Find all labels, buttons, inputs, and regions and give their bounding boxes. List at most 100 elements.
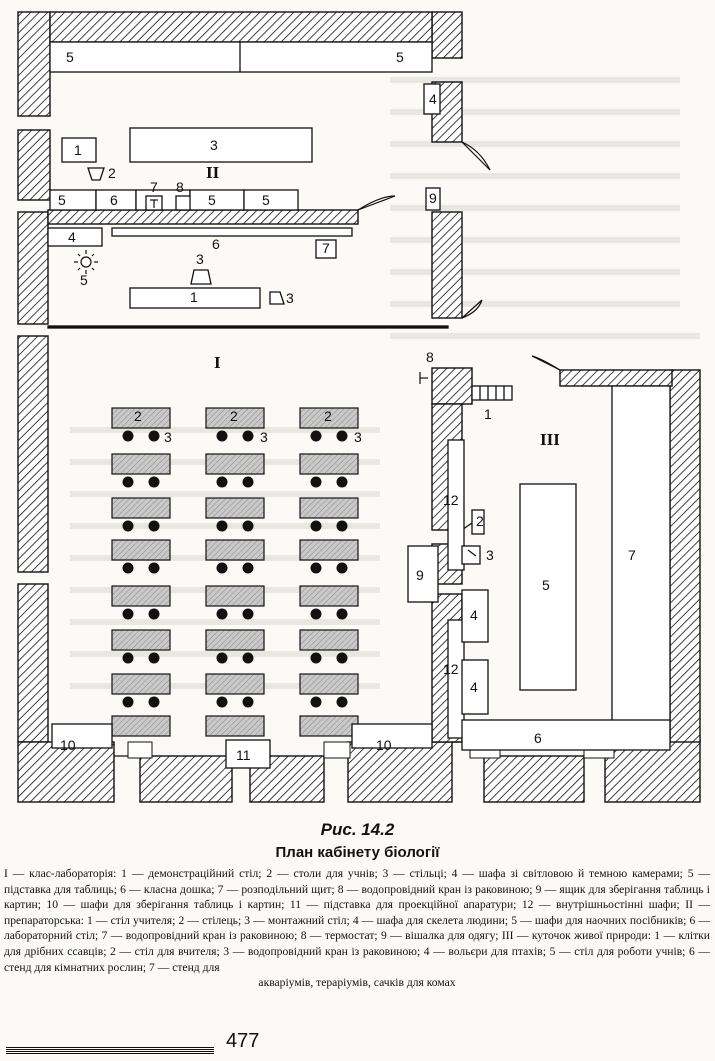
student-chair: [336, 608, 348, 620]
student-chair: [148, 652, 160, 664]
student-chair: [310, 562, 322, 574]
page-number-rule: [6, 1047, 214, 1054]
student-desk: [205, 585, 265, 607]
student-chair: [310, 696, 322, 708]
student-chair: [122, 520, 134, 532]
label-main-6: 6: [212, 236, 220, 252]
floor-plan: 5 5 4 1 2 3 II 5 6 7 8 5 5 9 4 6 7 5 3 1…: [17, 11, 701, 803]
student-chair: [336, 430, 348, 442]
label-room-main: I: [214, 353, 221, 372]
label-nature-3: 3: [486, 547, 494, 563]
student-desk: [299, 407, 359, 429]
student-chair: [310, 652, 322, 664]
student-chair: [148, 430, 160, 442]
student-chair: [242, 520, 254, 532]
room-prep-furniture: [49, 41, 441, 211]
label-prep-8: 8: [176, 179, 184, 195]
student-desk: [111, 497, 171, 519]
student-chair: [242, 696, 254, 708]
student-desk: [111, 407, 171, 429]
label-nature-2: 2: [476, 513, 484, 529]
label-main-1: 1: [190, 289, 198, 305]
student-desk: [205, 407, 265, 429]
label-main-10b: 10: [376, 737, 392, 753]
student-chair: [122, 608, 134, 620]
student-desk: [299, 585, 359, 607]
student-chair: [310, 608, 322, 620]
figure-number: Рис. 14.2: [320, 820, 395, 839]
student-chair: [122, 562, 134, 574]
student-chair: [216, 652, 228, 664]
label-main-5: 5: [80, 272, 88, 288]
label-prep-1: 1: [74, 142, 82, 158]
label-main-3b: 3: [286, 290, 294, 306]
plan-labels: 5 5 4 1 2 3 II 5 6 7 8 5 5 9 4 6 7 5 3 1…: [58, 49, 636, 763]
student-chair: [122, 696, 134, 708]
student-chair: [216, 476, 228, 488]
student-desk: [111, 673, 171, 695]
student-desk: [205, 539, 265, 561]
figure-title: План кабінету біології: [275, 844, 440, 861]
label-nature-5: 5: [542, 577, 550, 593]
student-desk: [299, 453, 359, 475]
student-desk: [299, 497, 359, 519]
label-room-nature: III: [540, 430, 560, 449]
student-chair: [148, 562, 160, 574]
student-desk: [111, 715, 171, 737]
student-desk: [111, 453, 171, 475]
student-chair: [336, 476, 348, 488]
student-desk: [111, 585, 171, 607]
student-chair: [148, 520, 160, 532]
label-nature-4a: 4: [470, 607, 478, 623]
student-chair: [122, 476, 134, 488]
student-desk: [299, 715, 359, 737]
student-chair: [216, 608, 228, 620]
student-chair: [336, 562, 348, 574]
label-prep-5b: 5: [396, 49, 404, 65]
label-prep-5d: 5: [208, 192, 216, 208]
label-nature-1: 1: [484, 406, 492, 422]
student-chair: [310, 476, 322, 488]
student-desk: [205, 673, 265, 695]
student-chair: [148, 608, 160, 620]
student-chair: [216, 520, 228, 532]
lamp-icon: [74, 250, 98, 274]
label-prep-2: 2: [108, 165, 116, 181]
label-nature-7: 7: [628, 547, 636, 563]
label-prep-5c: 5: [58, 192, 66, 208]
student-desk: [299, 539, 359, 561]
student-chair: [242, 652, 254, 664]
student-chair: [242, 562, 254, 574]
doors: [357, 141, 561, 531]
label-main-10a: 10: [60, 737, 76, 753]
student-chair: [216, 430, 228, 442]
label-prep-3: 3: [210, 137, 218, 153]
student-chair: [148, 476, 160, 488]
student-chair: [216, 696, 228, 708]
label-prep-6: 6: [110, 192, 118, 208]
label-main-3e: 3: [354, 429, 362, 445]
student-desk: [205, 453, 265, 475]
student-chair: [148, 696, 160, 708]
label-main-3c: 3: [164, 429, 172, 445]
label-main-2a: 2: [134, 408, 142, 424]
student-desk: [111, 629, 171, 651]
label-prep-5a: 5: [66, 49, 74, 65]
walls: [17, 11, 701, 803]
label-nature-4b: 4: [470, 679, 478, 695]
student-chair: [336, 696, 348, 708]
label-main-8: 8: [426, 349, 434, 365]
student-chair: [336, 652, 348, 664]
label-main-9: 9: [416, 567, 424, 583]
page-number: 477: [226, 1030, 260, 1052]
label-main-12b: 12: [443, 661, 459, 677]
student-chair: [122, 430, 134, 442]
student-desk: [111, 539, 171, 561]
student-chair: [242, 476, 254, 488]
room-nature-furniture: [407, 385, 671, 751]
student-desk: [299, 629, 359, 651]
label-nature-6: 6: [534, 730, 542, 746]
label-room-prep: II: [206, 163, 220, 182]
label-main-7: 7: [322, 240, 330, 256]
student-desks: [111, 407, 359, 737]
